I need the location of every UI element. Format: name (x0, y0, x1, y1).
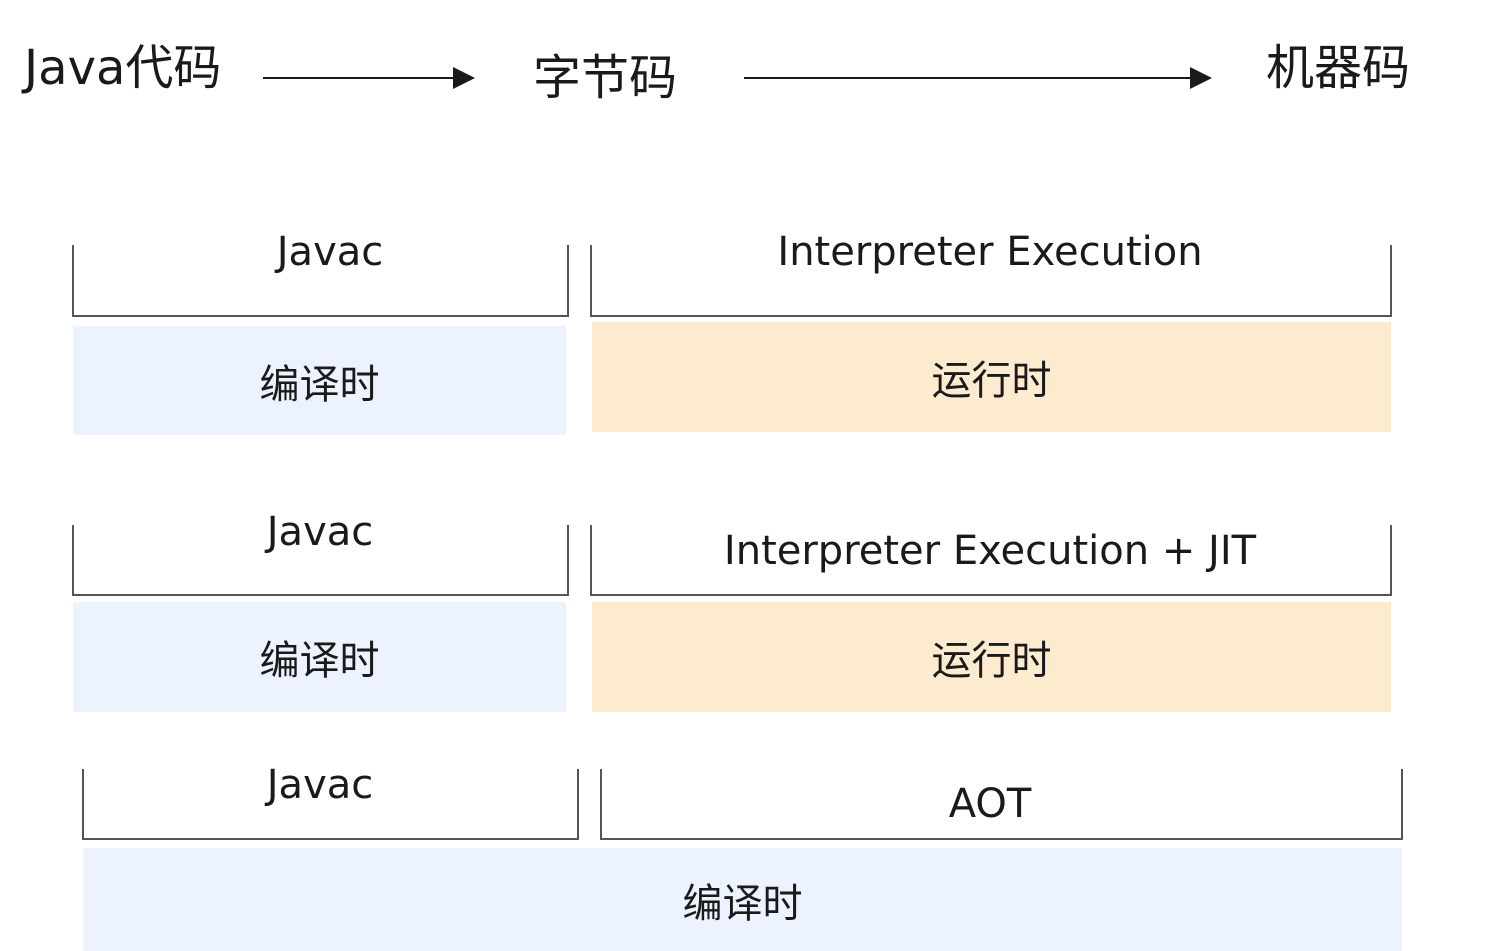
interpreter-bracket (590, 245, 1392, 317)
interpreter-label: Interpreter Execution (777, 229, 1203, 275)
javac-label: Javac (276, 229, 384, 275)
interpreter-jit-bracket (590, 525, 1392, 596)
runtime-block: 运行时 (592, 602, 1391, 712)
arrow-source-to-bytecode (263, 67, 475, 89)
machine-code-label: 机器码 (1266, 40, 1411, 96)
javac-label: Javac (266, 762, 374, 808)
javac-bracket (82, 769, 579, 840)
compile-time-block: 编译时 (73, 602, 566, 712)
arrow-bytecode-to-machine (744, 67, 1212, 89)
bytecode-label: 字节码 (533, 50, 678, 106)
runtime-block: 运行时 (592, 322, 1391, 432)
interpreter-jit-label: Interpreter Execution + JIT (723, 528, 1257, 574)
aot-label: AOT (948, 781, 1032, 827)
javac-bracket (72, 245, 569, 317)
compile-time-block: 编译时 (73, 326, 566, 435)
aot-bracket (600, 769, 1403, 840)
javac-bracket (72, 525, 569, 596)
java-source-label: Java代码 (24, 40, 222, 96)
compile-time-block-full: 编译时 (83, 848, 1402, 951)
javac-label: Javac (266, 509, 374, 555)
